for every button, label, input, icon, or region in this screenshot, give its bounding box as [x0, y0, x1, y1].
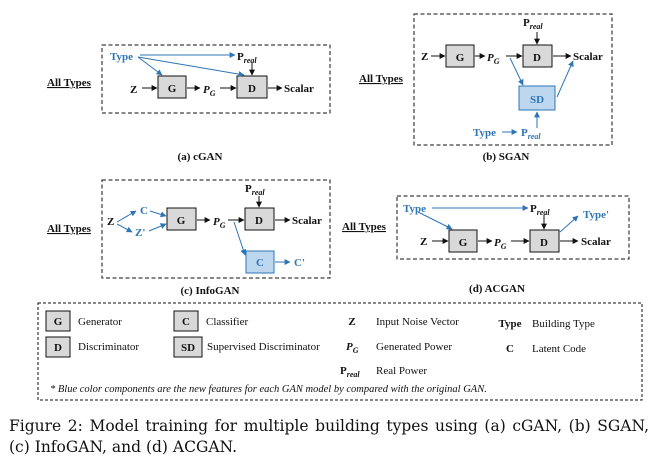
classifier-text-c: C: [256, 257, 264, 269]
legend-c-key: C: [506, 343, 514, 355]
pg-label-d: PG: [494, 237, 507, 251]
legend-classifier-swatch: [173, 310, 199, 332]
legend-frame: [37, 302, 643, 401]
legend: G Generator D Discriminator C Classifier…: [37, 302, 643, 401]
legend-classifier-label: Classifier: [206, 316, 248, 328]
all-types-label-b: All Types: [359, 73, 404, 85]
panel-cgan: All Types Type Preal Z G PG D Scalar (a)…: [47, 44, 331, 163]
panel-c-caption: (c) InfoGAN: [181, 285, 240, 297]
generator-text-d: G: [459, 237, 468, 249]
panel-infogan: All Types Z C Z' G PG D Preal Scalar C C…: [47, 179, 331, 297]
discriminator-text-d: D: [540, 237, 548, 249]
legend-supervised-label: Supervised Discriminator: [207, 341, 320, 353]
legend-type-key: Type: [498, 318, 521, 330]
type-prime-label-d: Type': [583, 209, 609, 221]
supervised-discriminator-text: SD: [530, 94, 544, 106]
legend-pg-label: Generated Power: [376, 341, 452, 353]
pg-label-a: PG: [203, 84, 216, 98]
panel-acgan: All Types Type Preal Type' Z G PG D Scal…: [342, 195, 630, 295]
preal-label-b: Preal: [523, 17, 543, 31]
panel-d-caption: (d) ACGAN: [469, 283, 525, 295]
pg-label-b: PG: [487, 52, 500, 66]
legend-preal-key: Preal: [340, 365, 360, 379]
generator-block-d: [448, 229, 478, 253]
type-label-d: Type: [403, 203, 426, 215]
all-types-label-a: All Types: [47, 77, 92, 89]
discriminator-block-a: [236, 75, 268, 99]
figure-caption: Figure 2: Model training for multiple bu…: [9, 417, 649, 456]
scalar-label-a: Scalar: [284, 83, 314, 95]
legend-discriminator-label: Discriminator: [78, 341, 139, 353]
legend-type-label: Building Type: [532, 318, 595, 330]
discriminator-text-a: D: [248, 83, 256, 95]
z-label-b: Z: [421, 51, 428, 63]
generator-block-b: [445, 44, 475, 68]
legend-discriminator-key: D: [54, 342, 62, 354]
legend-generator-swatch: [45, 310, 71, 332]
discriminator-text-c: D: [255, 215, 263, 227]
legend-z-key: Z: [348, 316, 355, 328]
panel-d-frame: [396, 195, 630, 260]
panel-sgan: All Types Preal Z G PG D Scalar SD Type …: [359, 13, 613, 163]
z-label-a: Z: [130, 84, 137, 96]
z-prime-label-c: Z': [135, 227, 145, 239]
pg-label-c: PG: [213, 216, 226, 230]
classifier-block-c: [245, 250, 275, 274]
supervised-discriminator-block: [518, 85, 556, 111]
scalar-label-d: Scalar: [581, 236, 611, 248]
legend-c-label: Latent Code: [532, 343, 586, 355]
legend-generator-label: Generator: [78, 316, 122, 328]
discriminator-block-d: [529, 229, 560, 253]
generator-text-a: G: [168, 83, 177, 95]
generator-text-c: G: [177, 215, 186, 227]
type-label-b: Type: [473, 127, 496, 139]
panel-c-frame: [101, 179, 331, 279]
panel-b-caption: (b) SGAN: [483, 151, 530, 163]
all-types-label-d: All Types: [342, 221, 387, 233]
z-label-d: Z: [420, 236, 427, 248]
type-label-a: Type: [110, 51, 133, 63]
scalar-label-b: Scalar: [573, 51, 603, 63]
c-prime-label-c: C': [294, 257, 305, 269]
legend-generator-key: G: [54, 316, 63, 328]
legend-supervised-swatch: [173, 336, 203, 358]
all-types-label-c: All Types: [47, 223, 92, 235]
scalar-label-c: Scalar: [292, 215, 322, 227]
discriminator-block-c: [244, 207, 275, 231]
panel-a-frame: [101, 44, 331, 114]
legend-classifier-key: C: [182, 316, 190, 328]
panel-b-frame: [413, 13, 613, 146]
preal-label-c: Preal: [245, 183, 265, 197]
legend-pg-key: PG: [346, 341, 359, 355]
discriminator-block-b: [522, 44, 553, 68]
legend-supervised-key: SD: [181, 342, 195, 354]
z-label-c: Z: [107, 216, 114, 228]
legend-discriminator-swatch: [45, 336, 71, 358]
preal-label-d: Preal: [530, 203, 550, 217]
discriminator-text-b: D: [533, 52, 541, 64]
panel-a-caption: (a) cGAN: [178, 151, 223, 163]
preal-label-a: Preal: [237, 51, 257, 65]
preal-label-b2: Preal: [521, 127, 541, 141]
footnote: * Blue color components are the new feat…: [50, 384, 487, 395]
generator-block-a: [157, 75, 187, 99]
c-label-c: C: [140, 205, 148, 217]
generator-text-b: G: [456, 52, 465, 64]
legend-z-label: Input Noise Vector: [376, 316, 459, 328]
legend-preal-label: Real Power: [376, 365, 427, 377]
generator-block-c: [166, 207, 197, 231]
